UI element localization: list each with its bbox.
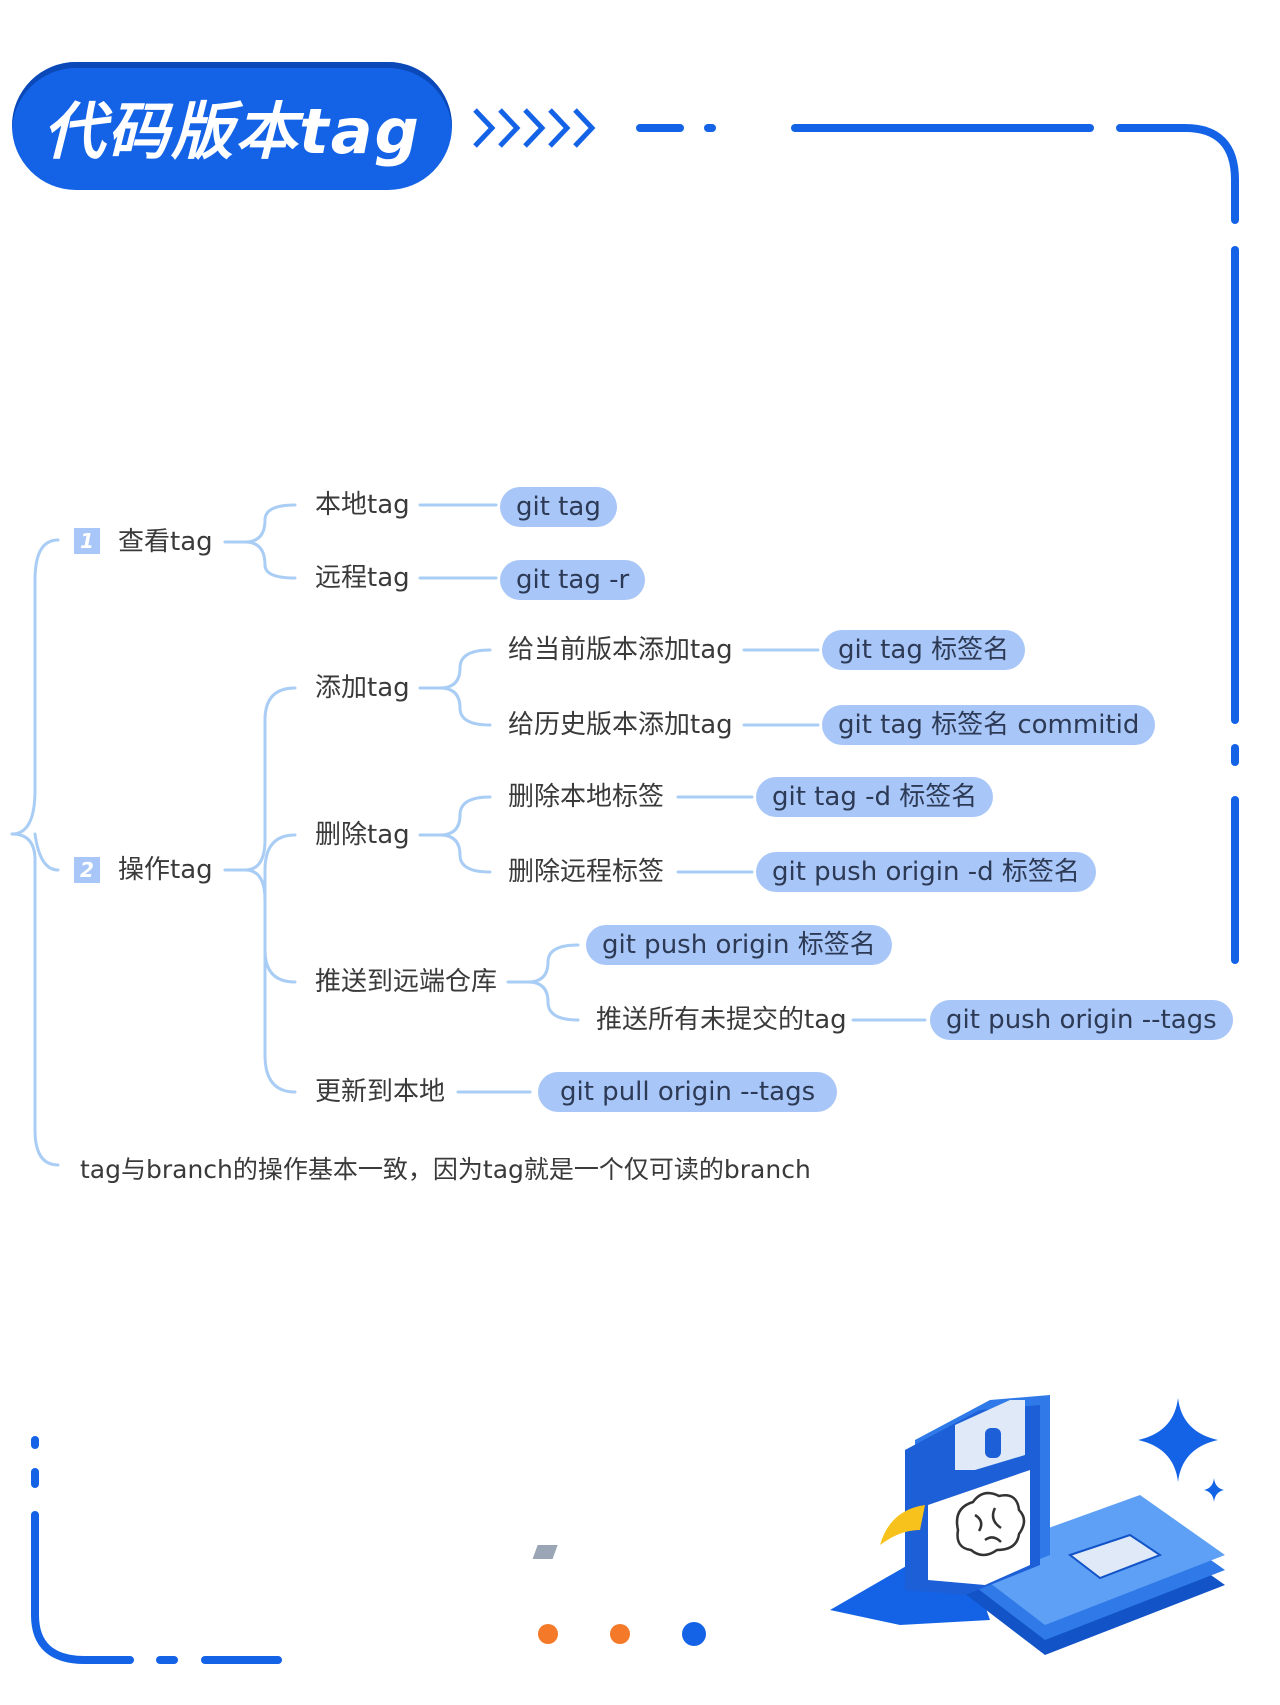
sparkle-small-icon <box>1204 1478 1224 1502</box>
node-add-current: 给当前版本添加tag <box>508 635 733 665</box>
node-delete-local: 删除本地标签 <box>508 782 665 812</box>
command-pill: git push origin --tags <box>930 1000 1233 1040</box>
command-pill: git tag -d 标签名 <box>756 777 994 817</box>
command-pill: git push origin 标签名 <box>586 925 892 965</box>
chevron-arrows-icon <box>473 108 596 148</box>
pagination-dot <box>610 1624 630 1644</box>
node-delete-remote: 删除远程标签 <box>508 857 665 887</box>
page-title: 代码版本tag <box>43 95 421 168</box>
node-add-history: 给历史版本添加tag <box>508 710 733 740</box>
node-view-tag: 查看tag <box>118 527 213 557</box>
node-add-tag: 添加tag <box>315 673 410 703</box>
command-pill: git tag 标签名 commitid <box>822 705 1156 745</box>
brain-icon <box>955 1491 1026 1557</box>
node-delete-tag: 删除tag <box>315 820 410 850</box>
branch-badge-2: 2 <box>74 857 100 883</box>
command-pill: git tag -r <box>500 560 646 600</box>
command-pill: git tag 标签名 <box>822 630 1026 670</box>
note-text: tag与branch的操作基本一致，因为tag就是一个仅可读的branch <box>80 1155 811 1184</box>
pagination-dot <box>538 1624 558 1644</box>
floppy-disk-brain <box>532 1395 1225 1655</box>
branch-badge-1: 1 <box>74 528 100 554</box>
sparkle-icon <box>1138 1398 1218 1482</box>
node-update-local: 更新到本地 <box>315 1077 446 1107</box>
node-operate-tag: 操作tag <box>118 855 213 885</box>
command-pill: git tag <box>500 487 617 527</box>
node-local-tag: 本地tag <box>315 490 410 520</box>
node-push-all: 推送所有未提交的tag <box>596 1005 847 1035</box>
command-pill: git push origin -d 标签名 <box>756 852 1096 892</box>
node-remote-tag: 远程tag <box>315 563 410 593</box>
command-pill: git pull origin --tags <box>538 1072 838 1112</box>
pagination-dot-active <box>682 1622 706 1646</box>
title-banner: 代码版本tag <box>12 62 452 190</box>
node-push-remote: 推送到远端仓库 <box>315 967 498 997</box>
